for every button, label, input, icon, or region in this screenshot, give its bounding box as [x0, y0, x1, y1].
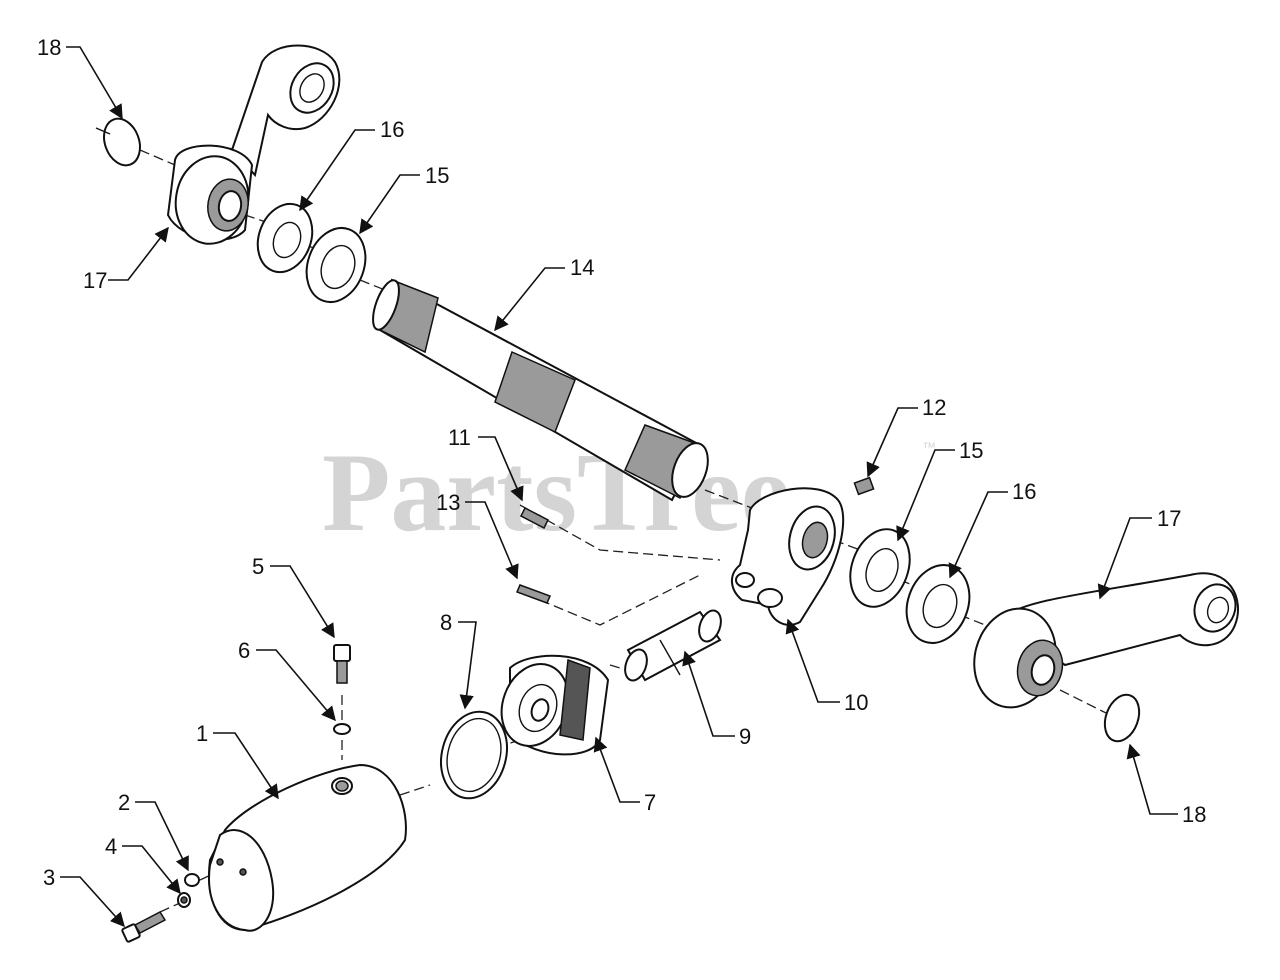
callout-6: 6 [238, 638, 250, 663]
part-10-bellcrank [731, 487, 845, 626]
part-11-pin [519, 506, 550, 530]
callout-15-lower: 15 [959, 438, 983, 463]
part-9-piston-rod [624, 609, 722, 682]
callout-17-upper: 17 [83, 268, 107, 293]
leader-lines [60, 46, 1178, 928]
part-16-washer-upper [256, 202, 314, 274]
callout-18-upper: 18 [37, 35, 61, 60]
part-2-o-ring [184, 873, 200, 887]
callout-10: 10 [844, 690, 868, 715]
part-15-washer-lower [849, 528, 911, 608]
callout-15-upper: 15 [425, 163, 449, 188]
part-13-pin [515, 584, 552, 604]
part-4-washer [177, 892, 191, 908]
callout-4: 4 [105, 834, 117, 859]
callout-3: 3 [43, 865, 55, 890]
part-17-lever-arm-upper [166, 44, 341, 245]
part-3-bolt [121, 911, 167, 943]
part-14-splined-shaft [372, 278, 709, 502]
callout-12: 12 [922, 395, 946, 420]
callout-7: 7 [644, 790, 656, 815]
callout-labels: 18 16 15 17 14 11 13 12 15 16 17 5 6 8 1… [37, 35, 1206, 890]
callout-13: 13 [436, 490, 460, 515]
part-5-screw [333, 644, 351, 684]
callout-2: 2 [118, 790, 130, 815]
part-15-washer-upper [305, 227, 367, 303]
callout-11: 11 [448, 425, 471, 450]
callout-18-lower: 18 [1182, 802, 1206, 827]
callout-1: 1 [196, 721, 208, 746]
callout-16-upper: 16 [380, 117, 404, 142]
callout-17-lower: 17 [1157, 506, 1181, 531]
part-1-cylinder-body [208, 763, 407, 932]
callout-8: 8 [440, 610, 452, 635]
callout-9: 9 [739, 724, 751, 749]
callout-5: 5 [252, 554, 264, 579]
part-12-set-screw [853, 476, 875, 496]
part-7-piston [500, 654, 610, 756]
watermark-trademark: ™ [922, 439, 936, 455]
part-18-retaining-ring-upper [95, 117, 141, 167]
callout-14: 14 [570, 255, 594, 280]
callout-16-lower: 16 [1012, 479, 1036, 504]
part-17-lever-arm-lower [973, 572, 1239, 709]
part-16-washer-lower [905, 564, 971, 644]
part-8-seal [440, 710, 508, 800]
part-18-retaining-ring-lower [1103, 693, 1141, 743]
watermark-text: PartsTree [322, 431, 791, 555]
part-6-washer [333, 723, 351, 735]
